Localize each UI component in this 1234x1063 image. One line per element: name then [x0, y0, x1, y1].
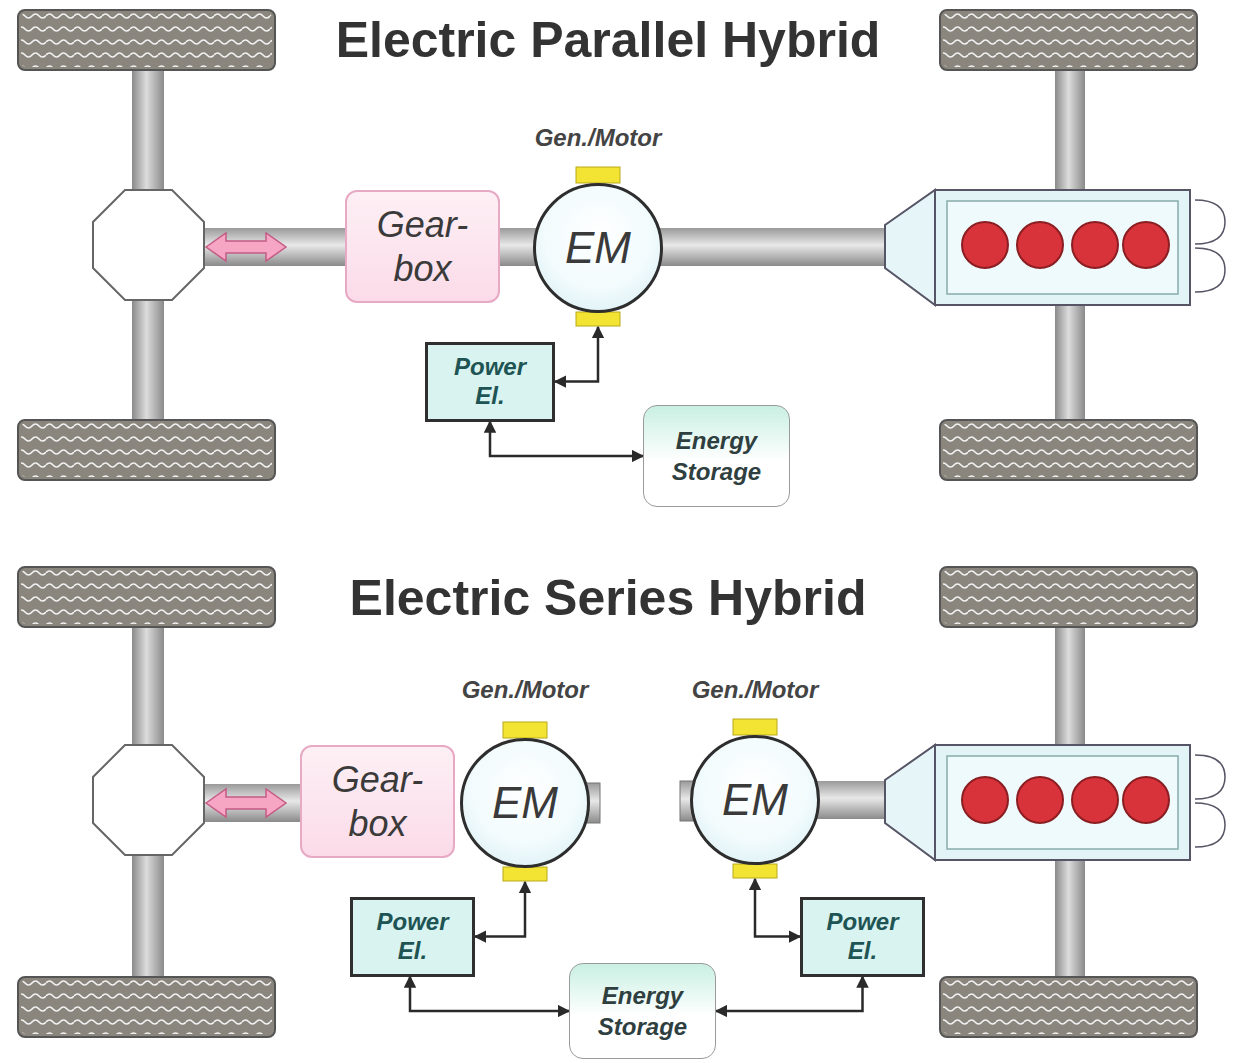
node-text: Energy Storage: [580, 980, 705, 1042]
node-text: Power El.: [815, 908, 911, 966]
power-connector: [716, 977, 863, 1012]
power-connector: [755, 879, 800, 937]
electric-machine-circle: EM: [460, 738, 590, 868]
node-text: EM: [492, 778, 558, 828]
diagram-title: Electric Series Hybrid: [350, 569, 867, 627]
gearbox-box: Gear- box: [345, 190, 500, 303]
gearbox-box: Gear- box: [300, 745, 455, 858]
component-label: Gen./Motor: [462, 676, 589, 704]
node-text: Energy Storage: [654, 425, 779, 487]
node-text: Gear- box: [318, 758, 438, 844]
diagram-title: Electric Parallel Hybrid: [336, 11, 881, 69]
node-text: EM: [565, 223, 631, 273]
component-label: Gen./Motor: [535, 124, 662, 152]
electric-machine-circle: EM: [533, 183, 663, 313]
power-electronics-box: Power El.: [350, 897, 475, 977]
power-connector: [410, 977, 569, 1012]
node-text: Power El.: [442, 353, 538, 411]
power-connector: [555, 327, 598, 382]
node-text: Gear- box: [363, 203, 483, 289]
node-text: EM: [722, 775, 788, 825]
parallel-drivetrain: [18, 10, 1225, 480]
component-label: Gen./Motor: [692, 676, 819, 704]
electric-machine-circle: EM: [690, 735, 820, 865]
energy-storage-box: Energy Storage: [569, 963, 716, 1059]
power-connector: [475, 882, 525, 937]
power-electronics-box: Power El.: [425, 342, 555, 422]
energy-storage-box: Energy Storage: [643, 405, 790, 507]
power-electronics-box: Power El.: [800, 897, 925, 977]
node-text: Power El.: [365, 908, 461, 966]
power-connector: [490, 422, 643, 457]
